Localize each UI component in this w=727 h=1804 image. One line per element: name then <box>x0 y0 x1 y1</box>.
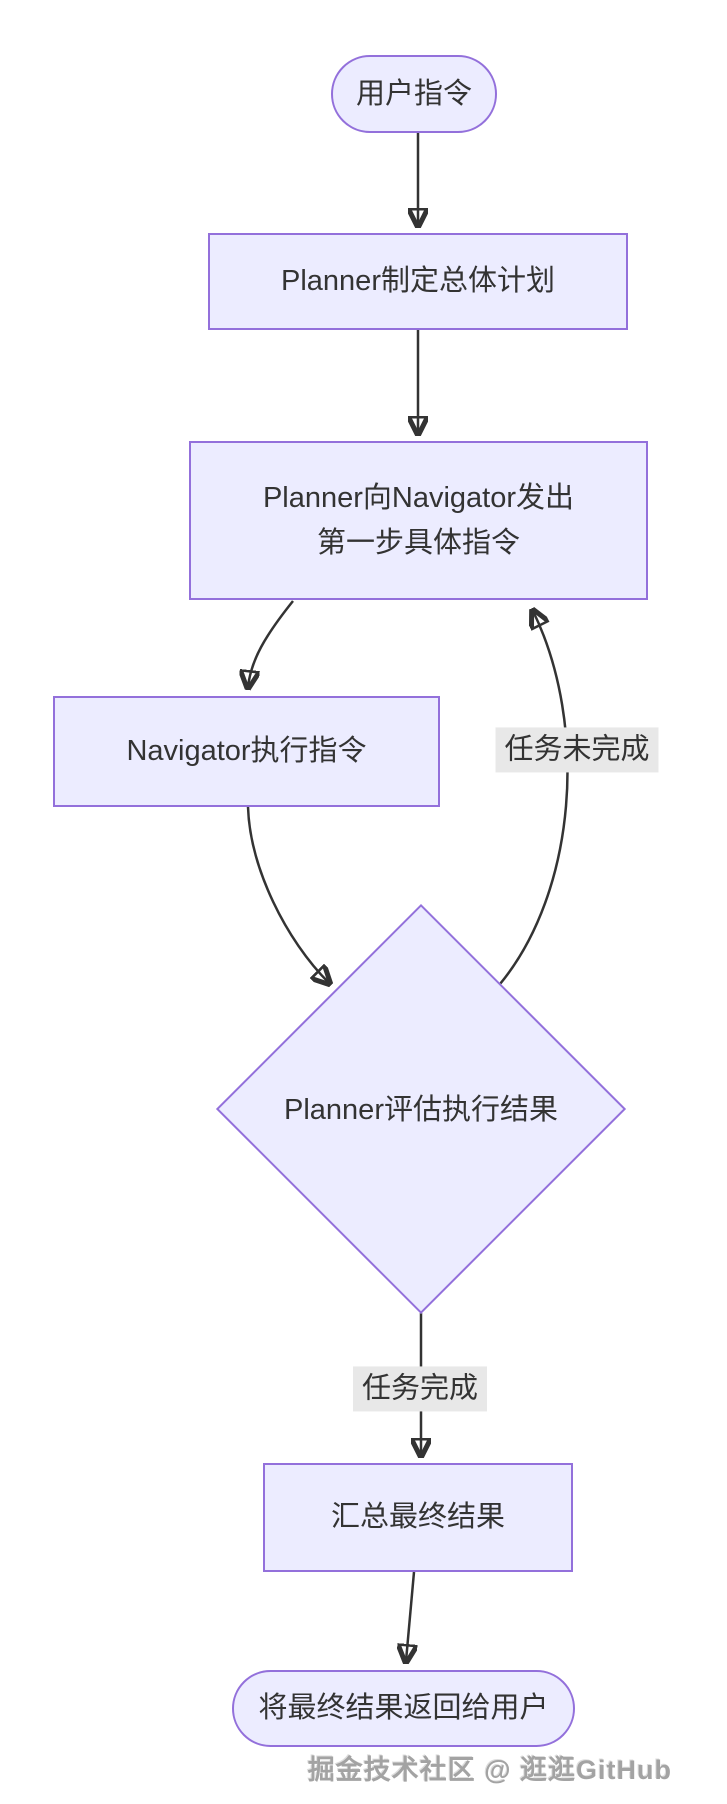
node-planner-make-plan: Planner制定总体计划 <box>208 233 628 330</box>
node-label: Navigator执行指令 <box>126 735 367 768</box>
node-navigator-execute: Navigator执行指令 <box>53 696 440 807</box>
edge-instruct-to-execute <box>248 600 294 687</box>
edge-evaluate-to-instruct <box>499 611 569 985</box>
edge-label-task-complete: 任务完成 <box>352 1366 488 1412</box>
node-planner-evaluate-label: Planner评估执行结果 <box>284 1094 558 1126</box>
edge-summary-to-end <box>406 1571 414 1661</box>
node-label: 汇总最终结果 <box>330 1501 505 1534</box>
edge-label-task-incomplete: 任务未完成 <box>495 727 659 773</box>
node-label-line1: Planner向Navigator发出 <box>262 481 575 514</box>
node-label: 用户指令 <box>355 77 472 110</box>
node-user-command: 用户指令 <box>331 55 497 133</box>
watermark: 掘金技术社区 @ 逛逛GitHub <box>307 1755 672 1785</box>
node-label-line2: 第一步具体指令 <box>316 526 520 559</box>
edge-execute-to-evaluate <box>246 806 329 983</box>
node-return-result-to-user: 将最终结果返回给用户 <box>232 1670 575 1747</box>
node-summarize-final-result: 汇总最终结果 <box>263 1463 573 1572</box>
node-label: Planner制定总体计划 <box>281 265 555 298</box>
node-planner-send-instruction: Planner向Navigator发出 第一步具体指令 <box>189 441 648 600</box>
node-label: 将最终结果返回给用户 <box>258 1692 549 1725</box>
